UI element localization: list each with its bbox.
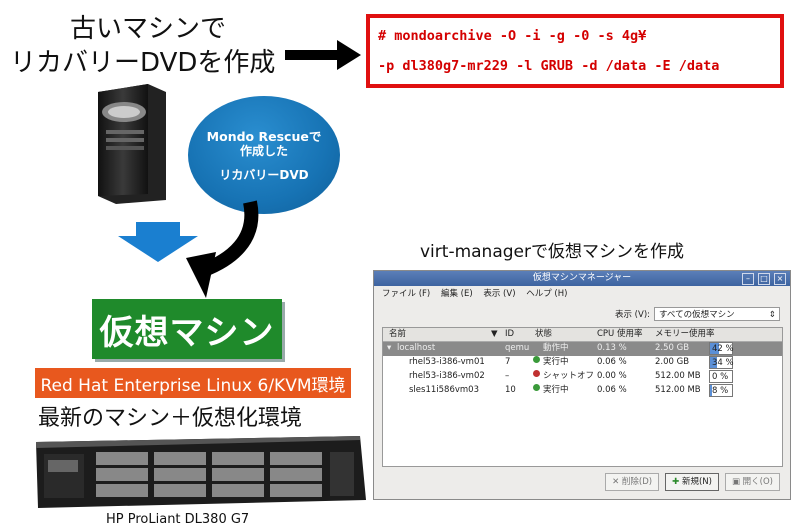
- mem-usage-bar: 42 %: [709, 342, 734, 355]
- window-title: 仮想マシンマネージャー: [374, 271, 790, 286]
- caption-old-machine-line1: 古いマシンで: [70, 14, 227, 44]
- table-row[interactable]: sles11i586vm03 10 実行中 0.06 % 512.00 MB 8…: [383, 384, 782, 398]
- row-status: 実行中: [543, 385, 569, 395]
- button-row: ✕ 削除(D) ✚ 新規(N) ▣ 開く(O): [605, 473, 780, 491]
- mem-usage-bar: 0 %: [709, 370, 733, 383]
- delete-icon: ✕: [612, 477, 622, 487]
- command-line-2: -p dl380g7-mr229 -l GRUB -d /data -E /da…: [378, 58, 720, 74]
- row-id: –: [505, 371, 510, 381]
- row-mem: 512.00 MB: [655, 371, 701, 381]
- vm-banner: 仮想マシン: [92, 299, 282, 359]
- close-icon[interactable]: ×: [774, 273, 786, 285]
- table-row[interactable]: ▾ localhost qemu 動作中 0.13 % 2.50 GB 42 %: [383, 342, 782, 356]
- open-icon: ▣: [731, 477, 743, 487]
- col-status[interactable]: 状態: [535, 329, 553, 339]
- row-name: rhel53-i386-vm01: [409, 357, 485, 367]
- delete-label: 削除(D): [621, 477, 653, 487]
- row-mem: 2.50 GB: [655, 343, 690, 353]
- row-name: localhost: [397, 343, 436, 353]
- filter-label: 表示 (V):: [614, 310, 650, 320]
- table-row[interactable]: rhel53-i386-vm01 7 実行中 0.06 % 2.00 GB 34…: [383, 356, 782, 370]
- delete-button[interactable]: ✕ 削除(D): [605, 473, 660, 491]
- col-memory[interactable]: メモリー使用率: [655, 329, 715, 339]
- new-label: 新規(N): [681, 477, 712, 487]
- vm-table: 名前 ▼ ID 状態 CPU 使用率 メモリー使用率 ▾ localhost q…: [382, 327, 783, 467]
- row-name: sles11i586vm03: [409, 385, 479, 395]
- rhel-kvm-banner: Red Hat Enterprise Linux 6/KVM環境: [35, 368, 351, 398]
- row-status: 実行中: [543, 357, 569, 367]
- arrow-right-icon: [285, 40, 361, 70]
- col-cpu[interactable]: CPU 使用率: [597, 329, 643, 339]
- mem-usage-bar: 8 %: [709, 384, 733, 397]
- recovery-dvd-disc: Mondo Rescueで 作成した リカバリーDVD: [188, 96, 340, 214]
- disc-label-line2: 作成した: [239, 144, 288, 158]
- curved-arrow-icon: [186, 200, 259, 298]
- row-id: 7: [505, 357, 511, 367]
- menubar: ファイル (F) 編集 (E) 表示 (V) ヘルプ (H): [374, 287, 790, 301]
- row-cpu: 0.06 %: [597, 357, 627, 367]
- row-cpu: 0.06 %: [597, 385, 627, 395]
- row-cpu: 0.00 %: [597, 371, 627, 381]
- chevron-updown-icon: ⇕: [768, 310, 776, 320]
- mem-usage-pct: 42 %: [712, 344, 734, 354]
- rack-server-icon: [36, 436, 366, 508]
- row-cpu: 0.13 %: [597, 343, 627, 353]
- table-header: 名前 ▼ ID 状態 CPU 使用率 メモリー使用率: [383, 328, 782, 342]
- mem-usage-pct: 34 %: [712, 358, 734, 368]
- filter-select[interactable]: すべての仮想マシン ⇕: [654, 307, 780, 321]
- caption-new-machine: 最新のマシン＋仮想化環境: [38, 406, 303, 431]
- sort-down-icon: ▼: [491, 329, 498, 339]
- open-button[interactable]: ▣ 開く(O): [724, 473, 780, 491]
- menu-help[interactable]: ヘルプ (H): [526, 289, 568, 299]
- row-status: シャットオフ: [543, 371, 595, 381]
- mem-usage-pct: 8 %: [712, 386, 729, 396]
- menu-edit[interactable]: 編集 (E): [440, 289, 473, 299]
- table-row[interactable]: rhel53-i386-vm02 – シャットオフ 0.00 % 512.00 …: [383, 370, 782, 384]
- filter-row: 表示 (V): すべての仮想マシン ⇕: [615, 307, 780, 321]
- new-button[interactable]: ✚ 新規(N): [665, 473, 719, 491]
- command-line-1: # mondoarchive -O -i -g -0 -s 4g¥: [378, 28, 647, 44]
- open-label: 開く(O): [742, 477, 773, 487]
- row-id: 10: [505, 385, 516, 395]
- row-id: qemu: [505, 343, 530, 353]
- mem-usage-pct: 0 %: [712, 372, 729, 382]
- caption-old-machine-line2: リカバリーDVDを作成: [10, 48, 276, 78]
- disc-label-line1: Mondo Rescueで: [206, 129, 322, 144]
- menu-file[interactable]: ファイル (F): [382, 289, 431, 299]
- row-status: 動作中: [543, 343, 569, 353]
- minimize-icon[interactable]: –: [742, 273, 754, 285]
- row-mem: 2.00 GB: [655, 357, 690, 367]
- col-id[interactable]: ID: [505, 329, 515, 339]
- row-mem: 512.00 MB: [655, 385, 701, 395]
- mem-usage-bar: 34 %: [709, 356, 734, 369]
- tower-server-icon: [98, 84, 166, 204]
- arrow-down-icon: [118, 222, 198, 262]
- disc-label-line3: リカバリーDVD: [219, 168, 309, 182]
- caption-virt-manager: virt-managerで仮想マシンを作成: [420, 242, 684, 262]
- virt-manager-window: 仮想マシンマネージャー – □ × ファイル (F) 編集 (E) 表示 (V)…: [373, 270, 791, 500]
- expander-icon[interactable]: ▾: [387, 343, 392, 353]
- command-box: # mondoarchive -O -i -g -0 -s 4g¥ -p dl3…: [366, 14, 784, 88]
- menu-view[interactable]: 表示 (V): [483, 289, 516, 299]
- maximize-icon[interactable]: □: [758, 273, 770, 285]
- window-controls: – □ ×: [742, 273, 786, 285]
- new-icon: ✚: [672, 477, 682, 487]
- row-name: rhel53-i386-vm02: [409, 371, 485, 381]
- filter-value: すべての仮想マシン: [659, 310, 735, 320]
- server-caption: HP ProLiant DL380 G7: [106, 512, 250, 527]
- col-name[interactable]: 名前: [389, 329, 407, 339]
